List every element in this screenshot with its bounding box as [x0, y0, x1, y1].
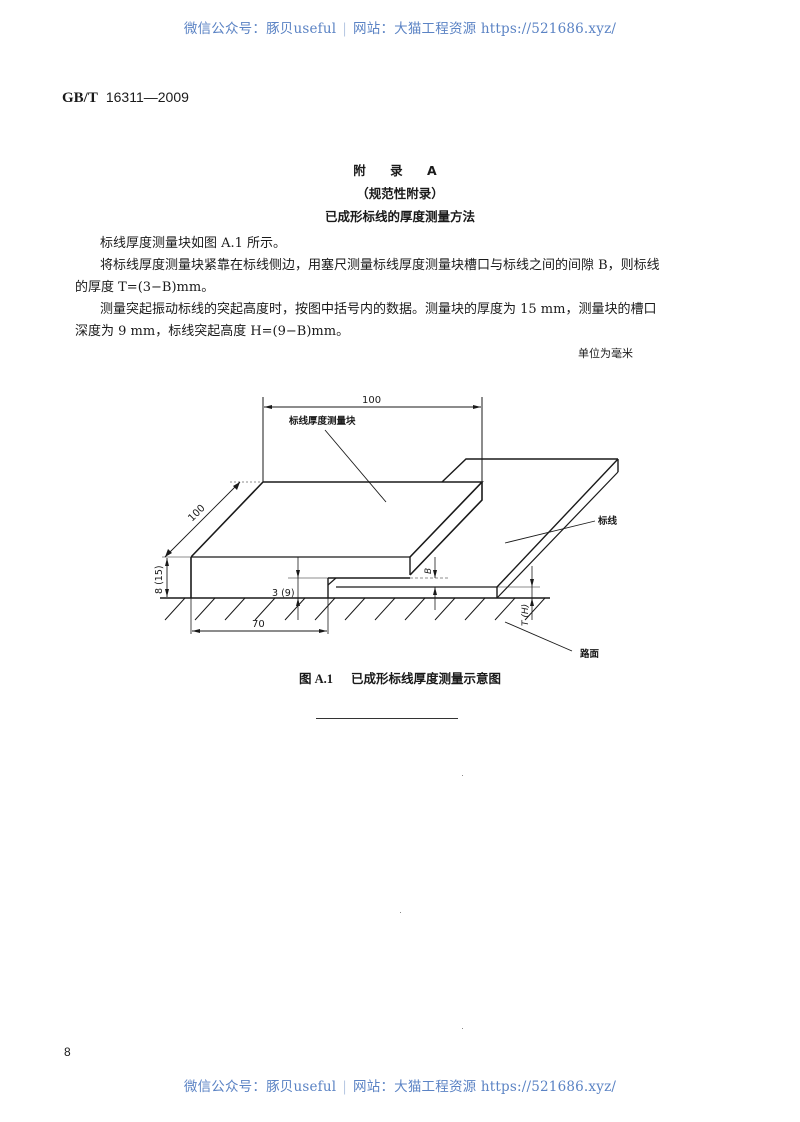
dim-depth-100: 100: [186, 503, 207, 524]
dim-slot-depth: 3 (9): [272, 588, 295, 599]
end-of-appendix-rule: [316, 718, 458, 719]
watermark-wechat: 微信公众号：豚贝useful: [183, 1079, 337, 1095]
appendix-subtitle: 已成形标线的厚度测量方法: [324, 209, 475, 224]
appendix-title: 附 录 A: [353, 163, 447, 178]
paragraph-2-line-1: 将标线厚度测量块紧靠在标线侧边，用塞尺测量标线厚度测量块槽口与标线之间的间隙 B…: [100, 258, 660, 273]
label-measuring-block: 标线厚度测量块: [288, 415, 356, 427]
paragraph-3-line-1: 测量突起振动标线的突起高度时，按图中括号内的数据。测量块的厚度为 15 mm，测…: [100, 302, 657, 317]
standard-number-header: GB/T 16311—2009: [62, 89, 189, 107]
scan-speck: [462, 1028, 463, 1029]
dim-block-height: 8 (15): [154, 565, 165, 594]
standard-number: 16311—2009: [105, 89, 189, 105]
watermark-bottom: 微信公众号：豚贝useful | 网站：大猫工程资源 https://521686.…: [0, 1075, 800, 1095]
units-note: 单位为毫米: [578, 347, 633, 360]
paragraph-3-line-2: 深度为 9 mm，标线突起高度 H=(9−B)mm。: [75, 324, 350, 339]
label-gap-b: B: [424, 568, 434, 574]
scan-speck: [400, 912, 401, 913]
figure-caption: 图 A.1 已成形标线厚度测量示意图: [0, 668, 800, 687]
dim-slot-width-70: 70: [252, 619, 265, 630]
watermark-website: 网站：大猫工程资源 https://521686.xyz/: [353, 1079, 617, 1095]
watermark-separator: |: [342, 21, 348, 37]
label-marking: 标线: [597, 515, 618, 527]
figure-caption-text: 已成形标线厚度测量示意图: [351, 671, 502, 686]
watermark-top: 微信公众号：豚贝useful | 网站：大猫工程资源 https://521686.…: [0, 17, 800, 37]
appendix-type: （规范性附录）: [356, 186, 444, 201]
dim-width-100: 100: [362, 395, 381, 406]
figure-number: 图 A.1: [298, 672, 333, 686]
paragraph-1: 标线厚度测量块如图 A.1 所示。: [100, 236, 287, 251]
watermark-separator: |: [342, 1079, 348, 1095]
standard-prefix: GB/T: [62, 90, 98, 106]
scan-speck: [462, 775, 463, 776]
page-number: 8: [64, 1045, 71, 1059]
label-thickness-t-h: T (H): [521, 604, 531, 626]
figure-a1-diagram: 100 标线厚度测量块 标线: [0, 370, 800, 670]
paragraph-2-line-2: 的厚度 T=(3−B)mm。: [75, 280, 215, 295]
watermark-wechat: 微信公众号：豚贝useful: [183, 21, 337, 37]
watermark-website: 网站：大猫工程资源 https://521686.xyz/: [353, 21, 617, 37]
label-road-surface: 路面: [580, 648, 600, 660]
